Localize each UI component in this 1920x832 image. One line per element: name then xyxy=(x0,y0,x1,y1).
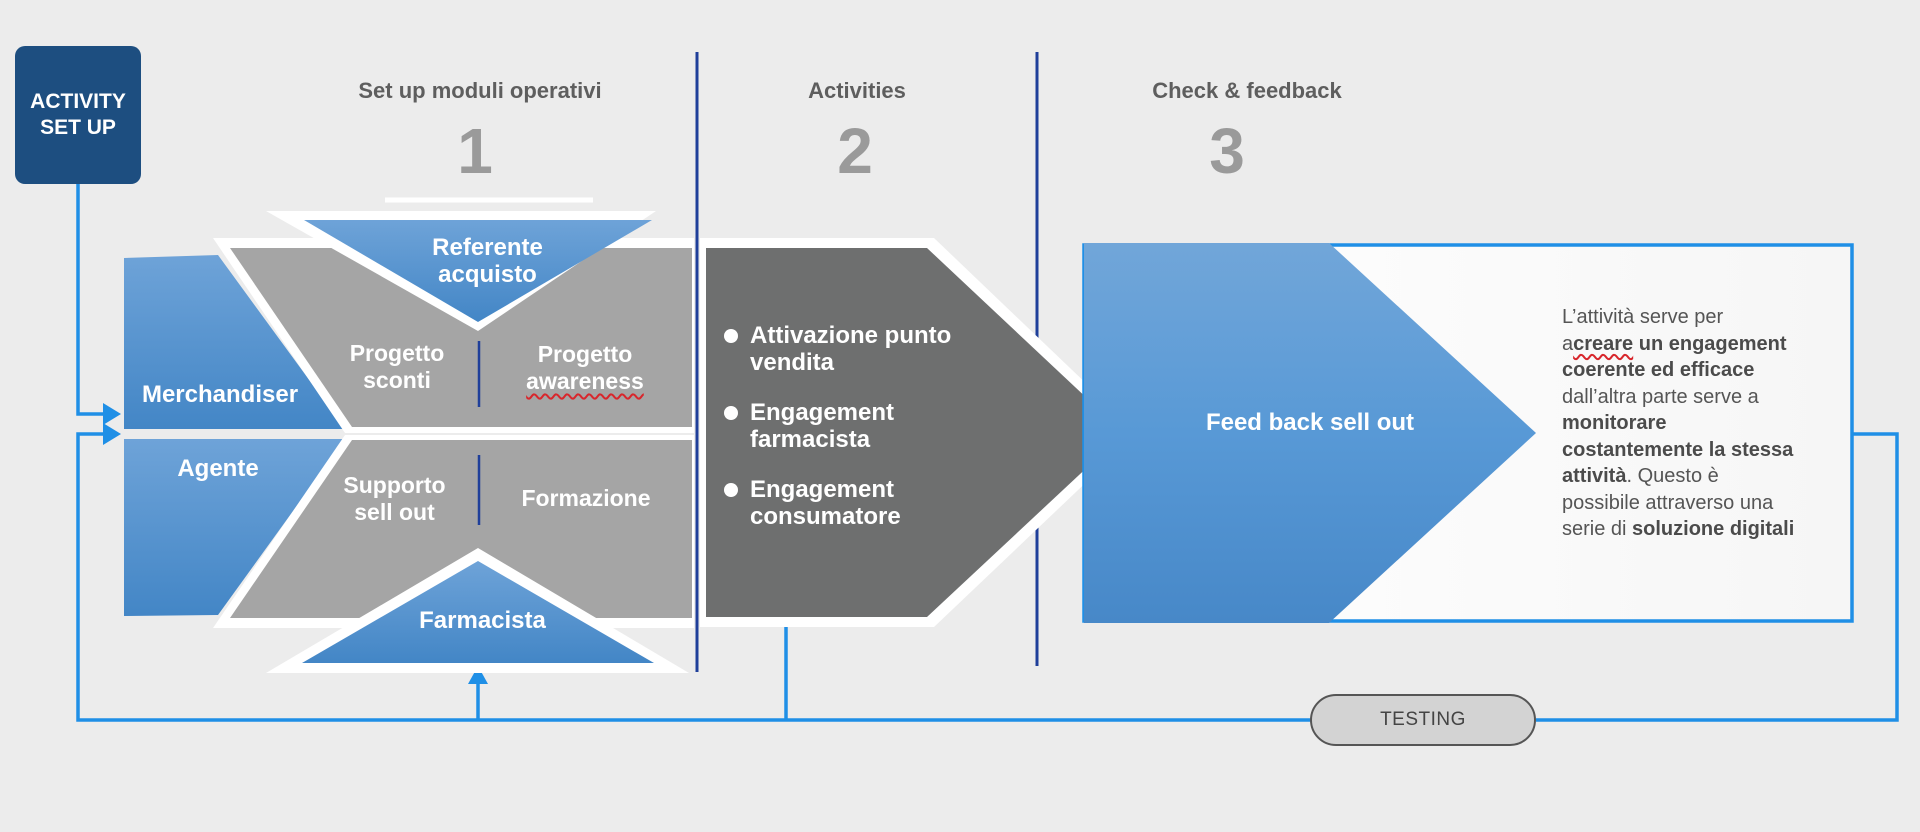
referente-label-line1: Referente xyxy=(432,234,543,261)
referente-label: Referente acquisto xyxy=(375,234,600,288)
desc-line-5: monitorare xyxy=(1562,410,1834,437)
farmacista-label: Farmacista xyxy=(419,607,546,634)
activity-item-line1: Engagement xyxy=(750,399,895,426)
activity-setup-line1: ACTIVITY xyxy=(30,90,126,113)
activity-setup-line2: SET UP xyxy=(40,116,116,139)
activity-item: Engagement consumatore xyxy=(722,476,1012,530)
activity-item-line2: consumatore xyxy=(750,503,901,530)
referente-shape xyxy=(304,220,652,322)
progetto-sconti-label: Progetto sconti xyxy=(327,340,467,394)
desc-line-1: L’attività serve per xyxy=(1562,306,1724,328)
progetto-sconti-line1: Progetto xyxy=(349,340,445,366)
arrow-head-agente xyxy=(103,423,121,445)
desc-line-3-text: coerente ed efficace xyxy=(1562,359,1755,381)
column-number-3: 3 xyxy=(1209,115,1245,187)
column-title-3: Check & feedback xyxy=(1152,78,1342,103)
desc-line-2: acreare un engagement xyxy=(1562,331,1834,358)
desc-line-6-text: costantemente la stessa xyxy=(1562,438,1794,461)
farmacista-shape xyxy=(302,561,654,663)
supporto-line1: Supporto xyxy=(343,472,446,498)
desc-line-7b: . Questo è xyxy=(1626,465,1719,487)
desc-line-9a: serie di xyxy=(1562,518,1633,540)
activity-item-line2: farmacista xyxy=(750,426,871,453)
activity-item-line1: Engagement xyxy=(750,476,895,503)
feedback-description: L’attività serve per acreare un engageme… xyxy=(1562,304,1834,543)
merchandiser-label: Merchandiser xyxy=(141,381,299,408)
activities-shape xyxy=(706,248,1124,617)
desc-line-7: attività. Questo è xyxy=(1562,463,1834,490)
feedback-title: Feed back sell out xyxy=(1205,409,1415,436)
column-number-2: 2 xyxy=(837,115,873,187)
desc-line-9b: soluzione digitali xyxy=(1632,518,1795,540)
desc-line-4: dall’altra parte serve a xyxy=(1562,385,1759,408)
activity-item: Engagement farmacista xyxy=(722,399,1012,453)
desc-line-5-text: monitorare xyxy=(1562,412,1667,434)
feedback-arrow-shape xyxy=(1084,243,1536,623)
bullet-dot xyxy=(724,329,738,343)
desc-line-3: coerente ed efficace xyxy=(1562,357,1834,384)
testing-pill: TESTING xyxy=(1310,694,1536,746)
merchandiser-shape xyxy=(124,255,345,429)
activities-list: Attivazione punto vendita Engagement far… xyxy=(722,322,1012,553)
supporto-sell-out-label: Supporto sell out xyxy=(322,472,467,526)
bullet-dot xyxy=(724,406,738,420)
desc-line-2a: a xyxy=(1562,332,1574,355)
progetto-awareness-line2: awareness xyxy=(526,368,644,394)
desc-line-2b: creare xyxy=(1573,332,1634,355)
activity-item-line1: Attivazione punto xyxy=(750,322,952,349)
activity-item: Attivazione punto vendita xyxy=(722,322,1012,376)
activity-item-line2: vendita xyxy=(750,349,835,376)
supporto-line2: sell out xyxy=(354,499,435,525)
desc-line-6: costantemente la stessa xyxy=(1562,437,1834,464)
arrow-head-merchandiser xyxy=(103,403,121,425)
column-title-2: Activities xyxy=(808,78,906,103)
desc-line-7a: attività xyxy=(1562,465,1627,487)
desc-line-8: possibile attraverso una xyxy=(1562,491,1774,514)
agente-label: Agente xyxy=(177,455,259,482)
referente-label-line2: acquisto xyxy=(438,261,537,288)
modules-top-shape xyxy=(230,248,692,427)
progetto-awareness-label: Progetto awareness xyxy=(500,341,670,395)
desc-line-9: serie di soluzione digitali xyxy=(1562,516,1834,543)
column-title-1: Set up moduli operativi xyxy=(358,78,602,103)
progetto-sconti-line2: sconti xyxy=(363,367,431,393)
arrow-head-farmacista xyxy=(468,666,488,684)
desc-line-2c: un engagement xyxy=(1633,332,1787,355)
agente-shape xyxy=(124,439,345,616)
formazione-label: Formazione xyxy=(521,485,651,511)
modules-bottom-shape xyxy=(230,440,692,618)
activity-setup-box: ACTIVITY SET UP xyxy=(15,46,141,184)
progetto-awareness-line1: Progetto xyxy=(537,341,633,367)
bullet-dot xyxy=(724,483,738,497)
column-number-1: 1 xyxy=(457,115,493,187)
